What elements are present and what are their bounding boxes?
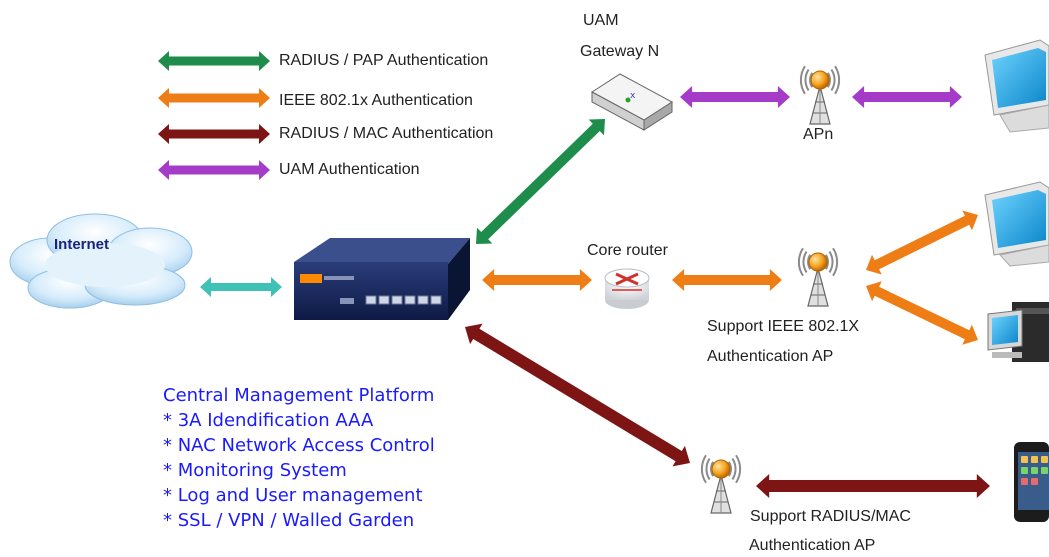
platform-item: * Monitoring System — [163, 460, 347, 481]
antenna-icon-apn — [799, 65, 841, 125]
uam-gateway-icon: x — [591, 73, 673, 131]
radius-ap-phone-arrow — [756, 474, 990, 498]
gateway-radius-ap-arrow — [465, 323, 690, 467]
platform-item: * NAC Network Access Control — [163, 435, 435, 456]
svg-text:x: x — [630, 91, 636, 101]
uam-label: UAM — [583, 12, 619, 29]
internet-label: Internet — [54, 236, 110, 253]
platform-item: * SSL / VPN / Walled Garden — [163, 510, 415, 531]
core-router-ap-arrow — [672, 269, 782, 291]
gateway-core-router-arrow — [482, 269, 592, 291]
platform-title: Central Management Platform — [163, 385, 435, 406]
core-router-label: Core router — [587, 242, 668, 259]
legend-label-radius-mac: RADIUS / MAC Authentication — [279, 125, 494, 142]
ap-desktop-arrow — [866, 281, 978, 345]
ieee-ap-label-line1: Support IEEE 802.1X — [707, 318, 860, 335]
apn-label: APn — [803, 126, 834, 143]
apn-monitor-arrow — [852, 86, 962, 108]
internet-gateway-arrow — [200, 277, 282, 297]
radius-ap-label-line1: Support RADIUS/MAC — [750, 508, 911, 525]
platform-features: Central Management Platform * 3A Idendif… — [163, 383, 435, 533]
core-router-icon — [604, 268, 650, 309]
platform-item: * 3A Idendification AAA — [163, 410, 374, 431]
gateway-device-icon — [294, 238, 470, 320]
legend-label-uam: UAM Authentication — [279, 161, 420, 178]
legend-arrow-ieee — [158, 88, 270, 108]
monitor-icon-middle — [984, 181, 1049, 267]
legend-label-ieee: IEEE 802.1x Authentication — [279, 92, 473, 109]
access-points — [700, 65, 841, 514]
connection-arrows — [200, 86, 990, 498]
monitor-icon-top — [984, 39, 1049, 133]
legend-label-radius-pap: RADIUS / PAP Authentication — [279, 52, 489, 69]
ieee-ap-label-line2: Authentication AP — [707, 348, 834, 365]
antenna-icon-ieee-ap — [797, 247, 839, 307]
legend-arrow-radius-mac — [158, 124, 270, 144]
legend — [158, 51, 270, 180]
legend-arrow-uam — [158, 160, 270, 180]
antenna-icon-radius-ap — [700, 454, 742, 514]
legend-arrow-radius-pap — [158, 51, 270, 71]
radius-ap-label-line2: Authentication AP — [749, 537, 876, 554]
ap-monitor-arrow — [866, 210, 978, 275]
gateway-uam-arrow — [476, 119, 605, 244]
internet-cloud-icon — [9, 213, 193, 309]
smartphone-icon — [1014, 442, 1049, 522]
desktop-pc-icon — [987, 302, 1049, 362]
platform-item: * Log and User management — [163, 485, 423, 506]
gateway-n-label: Gateway N — [580, 43, 660, 60]
uam-apn-arrow — [680, 86, 790, 108]
